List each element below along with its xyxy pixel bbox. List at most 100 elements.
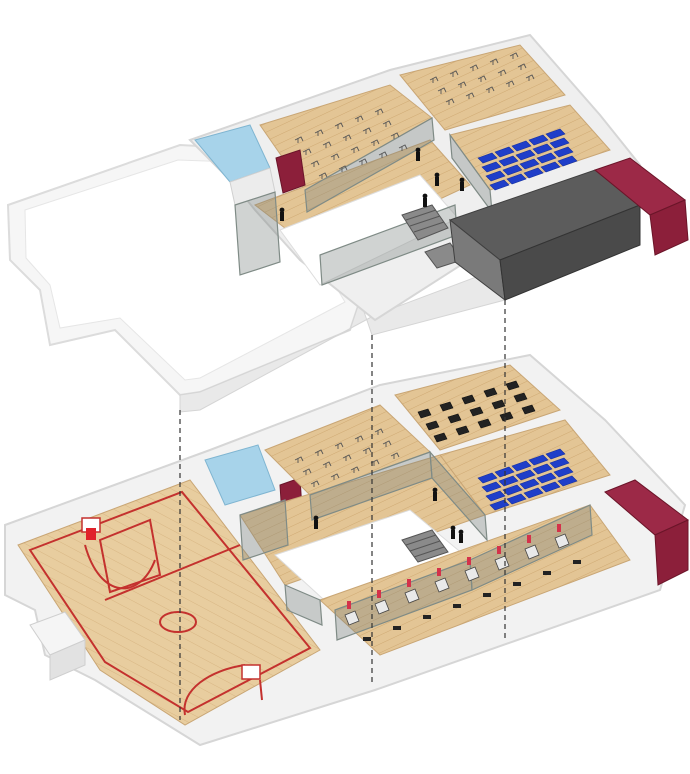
blue-mat [536,472,557,484]
exercise-bike-icon [485,86,495,93]
blue-mat [519,158,540,170]
ground-stair-icon [401,529,449,563]
blue-mat [557,155,578,167]
blue-mat [553,146,574,158]
ground-storage-box-front [49,639,86,681]
blue-mat [523,487,544,499]
floor-bench [543,571,551,575]
upper-glass-partitions [234,117,493,286]
weight-machine-icon [491,399,506,410]
blue-mat [502,484,523,496]
blue-mat [481,161,502,173]
floor-bench [483,593,491,597]
weight-machine-icon [439,401,454,412]
weight-machine-icon [447,413,462,424]
treadmill-icon [344,610,360,626]
basketball-hoop-icon [241,664,263,701]
weight-machine-icon [477,418,492,429]
treadmill-console [407,579,411,587]
exercise-bike-icon [382,120,392,127]
treadmill-console [377,590,381,598]
exercise-bike-icon [354,115,364,122]
weight-machine-icon [513,392,528,403]
exercise-bike-icon [477,75,487,82]
person-body [451,530,455,539]
upper-bike-rows [429,52,535,105]
blue-mat [557,475,578,487]
blue-mat [506,493,527,505]
blue-mat [489,499,510,511]
upper-blue-mats [477,128,578,191]
alignment-guides [179,300,506,720]
exercise-bike-icon [509,52,519,59]
weight-machine-icon [455,425,470,436]
exercise-bike-icon [517,63,527,70]
exercise-bike-icon [342,454,352,461]
treadmill-console [347,601,351,609]
exercise-bike-icon [314,129,324,136]
exercise-bike-icon [350,146,360,153]
person-icon [313,515,319,521]
floor-bench [363,637,371,641]
person-body [314,520,318,529]
treadmill-icon [404,588,420,604]
blue-mat [532,463,553,475]
ground-floor [4,353,689,747]
weight-machine-icon [521,404,536,415]
blue-mat [553,466,574,478]
weight-machine-icon [505,380,520,391]
blue-mat [494,146,515,158]
blue-mat [545,448,566,460]
person-body [460,182,464,191]
exercise-bike-icon [429,76,439,83]
exercise-bike-icon [338,165,348,172]
blue-mat [528,134,549,146]
exercise-bike-icon [469,64,479,71]
upper-maroon-storage [275,149,306,194]
ground-blue-mats [477,448,578,511]
blue-mat [532,143,553,155]
blue-mat [523,167,544,179]
exercise-bike-icon [342,134,352,141]
exercise-bike-icon [310,480,320,487]
person-icon [279,207,285,213]
exercise-bike-icon [302,148,312,155]
blue-mat [549,457,570,469]
exercise-bike-icon [310,160,320,167]
floor-bench [573,560,581,564]
weight-machine-icon [425,420,440,431]
basketball-court-lines [28,490,312,716]
exercise-bike-icon [334,442,344,449]
ground-fitness-equipment [294,428,400,487]
blue-mat [511,460,532,472]
exercise-bike-icon [322,461,332,468]
ground-maroon-block-front [654,519,689,586]
upper-bike-room-floor [399,44,566,131]
basketball-hoop-icon [81,517,101,540]
exercise-bike-icon [525,74,535,81]
blue-mat [485,170,506,182]
exercise-bike-icon [322,141,332,148]
exercise-bike-icon [398,144,408,151]
exercise-bike-icon [358,158,368,165]
blue-mat [519,478,540,490]
weight-machine-icon [461,394,476,405]
exercise-bike-icon [505,80,515,87]
person-body [459,534,463,543]
blue-mat [477,472,498,484]
blue-mat [536,152,557,164]
person-body [416,152,420,161]
exercise-bike-icon [370,139,380,146]
blue-mat [485,490,506,502]
weight-machine-icon [499,411,514,422]
weight-machine-icon [417,408,432,419]
blue-mat [481,481,502,493]
exercise-bike-icon [370,459,380,466]
floor-bench [423,615,431,619]
person-body [435,177,439,186]
person-icon [434,172,440,178]
floor-bench [453,604,461,608]
ground-pool-room-floor [204,444,276,506]
